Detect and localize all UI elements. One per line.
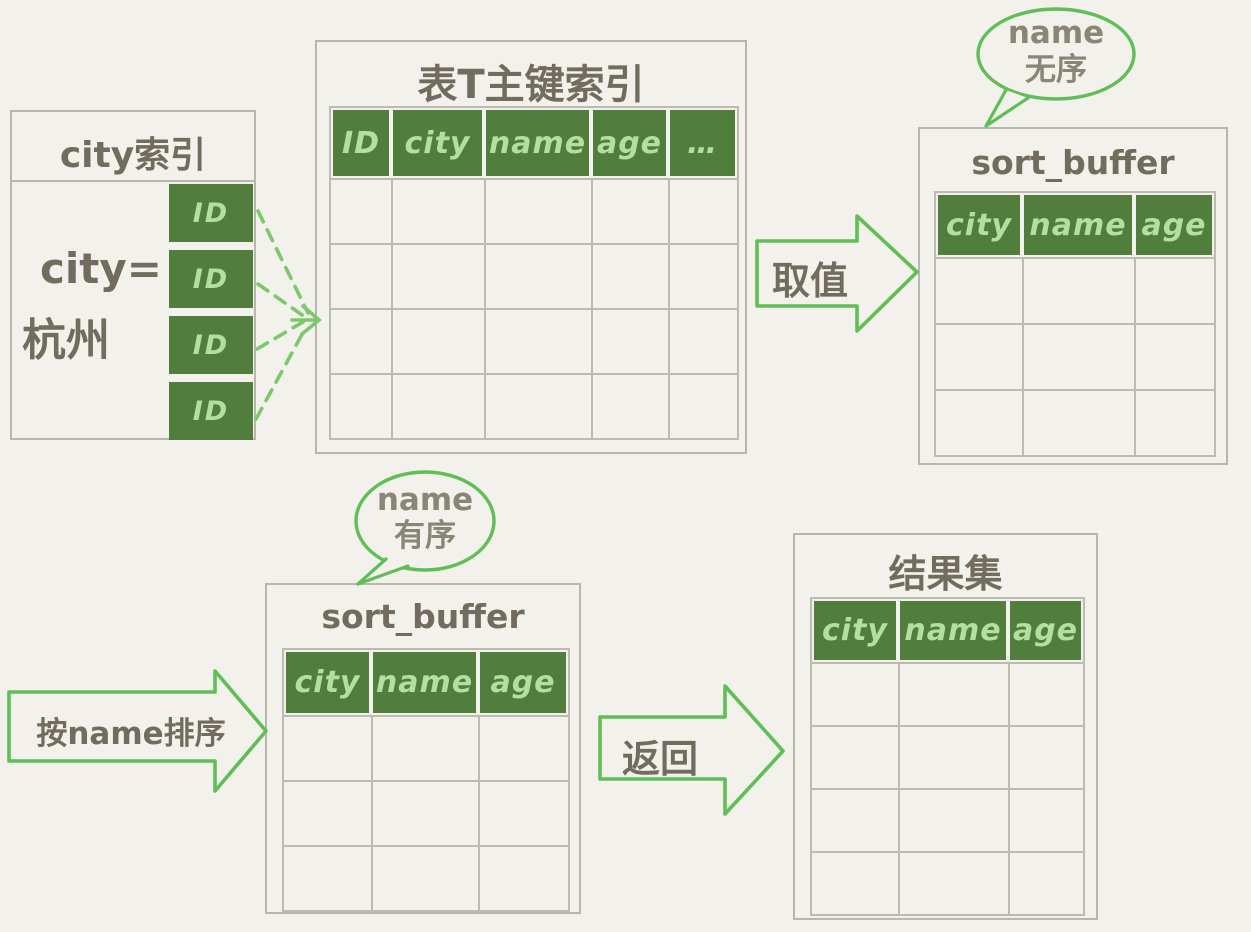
header-row: city name age — [812, 599, 1083, 662]
header-row: city name age — [284, 650, 568, 715]
column-header-age: age — [1010, 601, 1081, 660]
id-cell: ID — [169, 382, 253, 440]
column-header-id: ID — [333, 110, 389, 176]
sort-buffer-title: sort_buffer — [971, 143, 1175, 182]
name-unordered-bubble-text: name 无序 — [980, 15, 1132, 89]
result-set-title: 结果集 — [888, 552, 1003, 596]
column-header-age: age — [1136, 195, 1212, 255]
bubble-line: 有序 — [394, 518, 456, 554]
column-header-name: name — [900, 601, 1006, 660]
primary-index-grid: ID city name age … — [329, 106, 739, 440]
id-lookup-dashed-lines — [254, 209, 310, 421]
empty-row — [936, 323, 1214, 389]
city-index-panel: city索引 city= 杭州 ID ID ID ID — [10, 110, 256, 440]
header-row: city name age — [936, 193, 1214, 257]
sort-buffer-sorted-panel: sort_buffer city name age — [265, 583, 581, 914]
column-header-name: name — [486, 110, 589, 176]
empty-row — [331, 308, 737, 373]
id-cell: ID — [169, 184, 253, 242]
sort-buffer-grid: city name age — [934, 191, 1216, 457]
city-condition-line2: 杭州 — [22, 315, 110, 366]
empty-row — [936, 389, 1214, 455]
empty-row — [331, 373, 737, 438]
sort-buffer-grid: city name age — [282, 648, 570, 912]
header-row: ID city name age … — [331, 108, 737, 178]
id-cell: ID — [169, 316, 253, 374]
result-set-grid: city name age — [810, 597, 1085, 916]
column-header-city: city — [938, 195, 1020, 255]
column-header-city: city — [814, 601, 896, 660]
bubble-line: name — [1007, 15, 1105, 51]
column-header-city: city — [286, 652, 369, 713]
empty-row — [812, 851, 1083, 914]
column-header-age: age — [593, 110, 666, 176]
fetch-arrow-label: 取值 — [771, 259, 848, 303]
title-divider — [12, 180, 254, 182]
column-header-ellipsis: … — [670, 110, 735, 176]
sort-buffer-unsorted-panel: sort_buffer city name age — [918, 127, 1228, 465]
empty-row — [284, 780, 568, 845]
empty-row — [331, 243, 737, 308]
empty-row — [331, 178, 737, 243]
bubble-line: name — [376, 482, 474, 518]
empty-row — [284, 845, 568, 910]
sort-arrow-label: 按name排序 — [36, 716, 226, 752]
empty-row — [284, 715, 568, 780]
id-cell: ID — [169, 250, 253, 308]
column-header-city: city — [393, 110, 482, 176]
city-condition-line1: city= — [40, 244, 162, 293]
empty-row — [812, 788, 1083, 851]
primary-index-panel: 表T主键索引 ID city name age … — [315, 40, 747, 454]
name-ordered-bubble-text: name 有序 — [352, 482, 498, 554]
empty-row — [812, 725, 1083, 788]
empty-row — [936, 257, 1214, 323]
column-header-name: name — [1024, 195, 1132, 255]
bubble-line: 无序 — [1025, 52, 1087, 88]
primary-index-title: 表T主键索引 — [417, 62, 645, 108]
column-header-name: name — [373, 652, 476, 713]
return-arrow-label: 返回 — [621, 737, 698, 781]
sort-buffer-title: sort_buffer — [321, 597, 525, 636]
city-index-title: city索引 — [59, 135, 207, 176]
empty-row — [812, 662, 1083, 725]
column-header-age: age — [480, 652, 566, 713]
result-set-panel: 结果集 city name age — [793, 533, 1098, 920]
